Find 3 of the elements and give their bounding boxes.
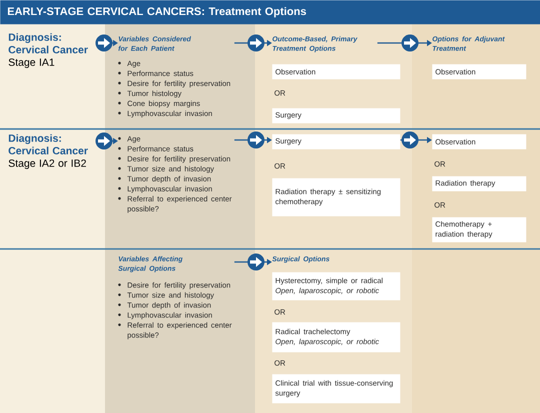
title-bar: EARLY-STAGE CERVICAL CANCERS: Treatment Options xyxy=(0,0,540,24)
diagnosis-text: Diagnosis: Cervical Cancer Stage IA2 or IB2 xyxy=(8,134,88,169)
diagnosis-text: Diagnosis: Cervical Cancer Stage IA1 xyxy=(8,33,88,68)
